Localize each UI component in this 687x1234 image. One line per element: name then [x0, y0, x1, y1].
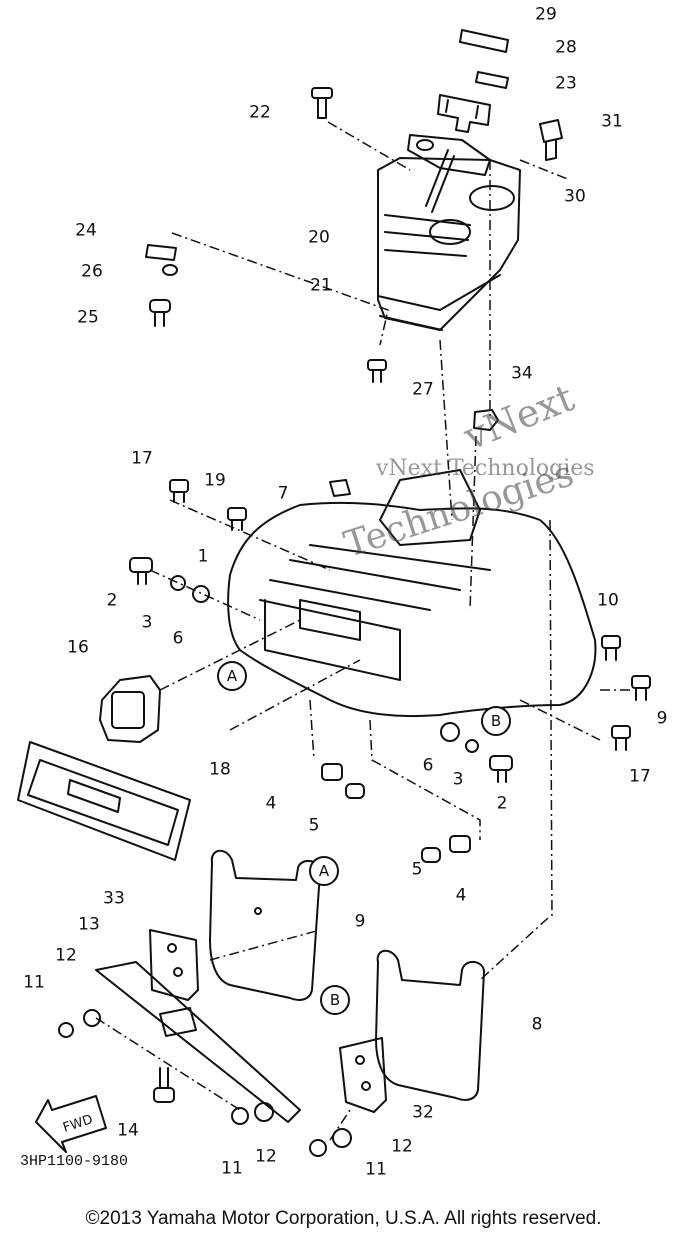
callout-17-top: 17	[131, 448, 153, 469]
bolt-22	[311, 87, 333, 119]
bolt-31	[539, 119, 563, 161]
callout-20: 20	[308, 227, 330, 248]
callout-5-left: 5	[308, 815, 320, 836]
spacer-5-left	[345, 783, 365, 799]
drawing-code: 3HP1100-9180	[20, 1153, 129, 1170]
reflector-16	[99, 675, 161, 743]
callout-21: 21	[310, 275, 332, 296]
callout-34: 34	[511, 363, 533, 384]
bolt-9-upper	[631, 675, 651, 701]
bolt-19	[227, 507, 247, 531]
mud-flap-9	[209, 849, 321, 1001]
callout-11-bottom-left: 11	[221, 1158, 243, 1179]
callout-3-right: 3	[452, 769, 464, 790]
bracket-30	[407, 134, 491, 176]
nut-11-bottom-left	[231, 1107, 249, 1125]
washer-26	[162, 264, 178, 276]
screw-25	[149, 299, 171, 327]
callout-22: 22	[249, 102, 271, 123]
copyright-notice: ©2013 Yamaha Motor Corporation, U.S.A. A…	[85, 1208, 602, 1229]
callout-8: 8	[531, 1014, 543, 1035]
callout-31: 31	[601, 111, 623, 132]
callout-14: 14	[117, 1120, 139, 1141]
callout-27: 27	[412, 379, 434, 400]
callout-26: 26	[81, 261, 103, 282]
bolt-17-left	[169, 479, 189, 503]
callout-5-right: 5	[411, 859, 423, 880]
circled-label-a-upper: A	[217, 661, 247, 691]
nut-11-bottom-right	[309, 1139, 327, 1157]
bracket-32	[339, 1037, 387, 1113]
bolt-2-right	[489, 755, 513, 783]
callout-2-right: 2	[496, 793, 508, 814]
rear-fender-1	[227, 469, 597, 718]
fwd-arrow	[35, 1095, 107, 1153]
callout-6-right: 6	[422, 755, 434, 776]
callout-7: 7	[277, 483, 289, 504]
washer-3-right	[465, 739, 479, 753]
callout-17-right: 17	[629, 766, 651, 787]
plate-24	[145, 244, 177, 261]
cap-34	[473, 409, 499, 431]
collar-6-right	[440, 722, 460, 742]
nut-7	[329, 479, 351, 497]
grommet-4-left	[321, 763, 343, 781]
callout-4-left: 4	[265, 793, 277, 814]
callout-4-right: 4	[455, 885, 467, 906]
callout-12-left: 12	[55, 945, 77, 966]
watermark-vnext-technologies: vNext Technologies	[376, 456, 595, 481]
callout-6-left: 6	[172, 628, 184, 649]
stay-13	[95, 961, 301, 1123]
washer-28	[475, 71, 509, 89]
callout-9-right: 9	[656, 708, 668, 729]
circled-label-a-lower: A	[309, 856, 339, 886]
callout-16: 16	[67, 637, 89, 658]
callout-13: 13	[78, 914, 100, 935]
callout-9-mudflap: 9	[354, 911, 366, 932]
callout-19: 19	[204, 470, 226, 491]
bolt-10	[601, 635, 621, 661]
callout-11-left: 11	[23, 972, 45, 993]
callout-33: 33	[103, 888, 125, 909]
callout-25: 25	[77, 307, 99, 328]
tail-light-assembly-20	[377, 149, 521, 331]
spacer-5-right	[421, 847, 441, 863]
collar-6-left	[192, 585, 210, 603]
callout-12-bottom-left: 12	[255, 1146, 277, 1167]
gasket-21	[377, 274, 501, 331]
nut-11-left	[58, 1022, 74, 1038]
screw-27	[367, 359, 387, 383]
callout-32: 32	[412, 1102, 434, 1123]
washer-3-left	[170, 575, 186, 591]
callout-23: 23	[555, 73, 577, 94]
bolt-17-right	[611, 725, 631, 751]
bracket-23	[437, 94, 491, 133]
washer-12-bottom-right	[332, 1128, 352, 1148]
callout-3-left: 3	[141, 612, 153, 633]
callout-10: 10	[597, 590, 619, 611]
washer-12-bottom-left	[254, 1102, 274, 1122]
circled-label-b-lower: B	[320, 985, 350, 1015]
callout-2-left: 2	[106, 590, 118, 611]
callout-30: 30	[564, 186, 586, 207]
mud-flap-8	[375, 949, 485, 1101]
plate-29	[459, 29, 509, 53]
callout-18: 18	[209, 759, 231, 780]
bolt-14	[153, 1067, 175, 1103]
callout-24: 24	[75, 220, 97, 241]
circled-label-b-upper: B	[481, 706, 511, 736]
callout-29: 29	[535, 4, 557, 25]
callout-1: 1	[197, 546, 209, 567]
callout-28: 28	[555, 37, 577, 58]
callout-12-bottom-right: 12	[391, 1136, 413, 1157]
bolt-2-left	[129, 557, 153, 585]
grommet-4-right	[449, 835, 471, 853]
license-plate-bracket-18	[17, 741, 191, 861]
callout-11-bottom-right: 11	[365, 1159, 387, 1180]
bracket-33	[149, 929, 199, 1001]
washer-12-left	[83, 1009, 101, 1027]
